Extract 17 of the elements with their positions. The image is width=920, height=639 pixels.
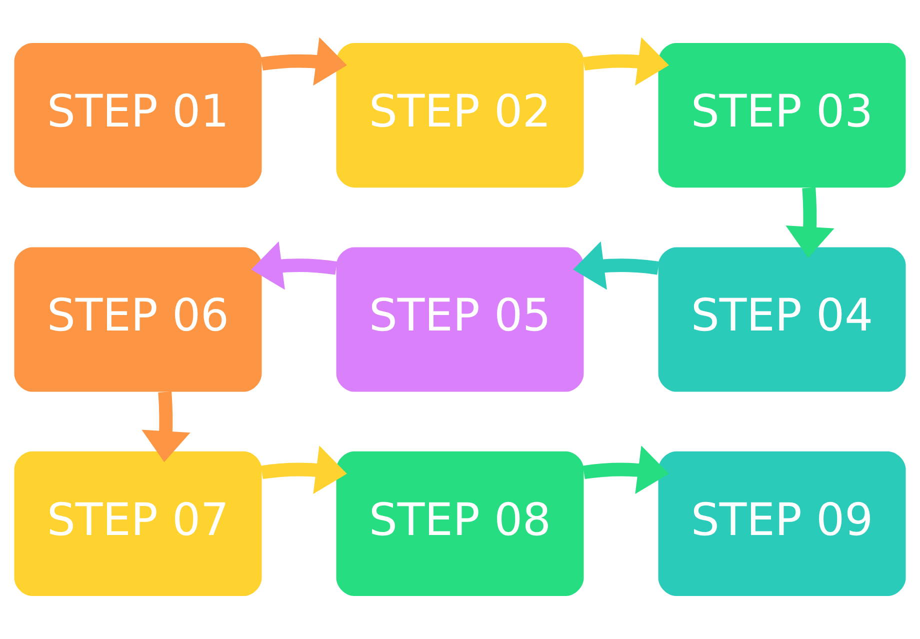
arrow — [786, 187, 834, 258]
node-box: STEP 08 — [336, 451, 584, 596]
arrow — [573, 241, 660, 290]
arrow — [582, 446, 669, 494]
node-box: STEP 07 — [14, 451, 262, 596]
arrow — [251, 241, 338, 290]
arrow — [260, 37, 347, 86]
node-box: STEP 06 — [14, 247, 262, 392]
node-box: STEP 09 — [658, 451, 906, 596]
arrow — [142, 391, 190, 462]
node-box: STEP 02 — [336, 42, 584, 188]
arrow — [260, 446, 347, 494]
arrow — [582, 37, 669, 86]
node-box: STEP 03 — [658, 42, 906, 188]
node-box: STEP 04 — [658, 247, 906, 392]
node-box: STEP 01 — [14, 42, 262, 188]
node-box: STEP 05 — [336, 247, 584, 392]
